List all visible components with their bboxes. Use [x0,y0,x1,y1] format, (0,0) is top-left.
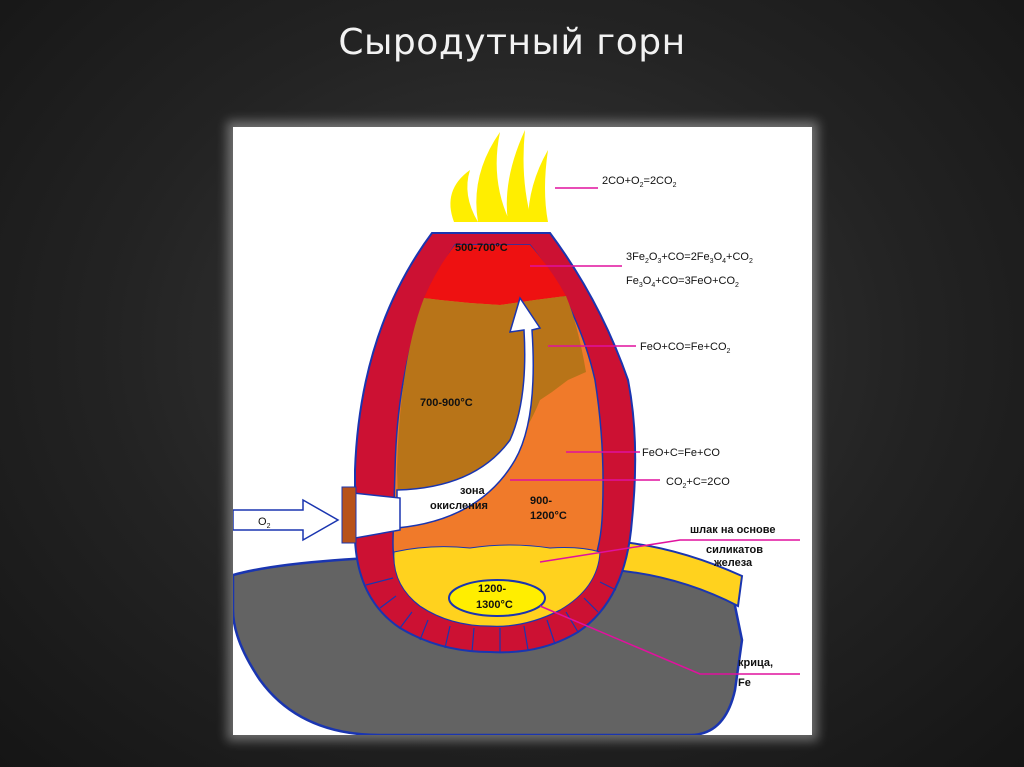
flame [450,170,478,222]
reaction-1: 2CO+O2=2CO2 [602,175,677,189]
temp-bottom-1: 1200- [478,583,506,595]
bloom [448,579,546,617]
slag-channel [612,540,744,608]
slide-title: Сыродутный горн [338,22,686,63]
flame [506,130,532,222]
temp-top: 500-700°C [455,242,508,254]
ore-zone [397,296,586,500]
reaction-5: FeO+C=Fe+CO [642,447,720,459]
temp-lower-1: 900- [530,495,552,507]
flame [476,132,510,222]
reaction-6: CO2+C=2CO [666,476,730,490]
slag-label-2: силикатов [706,544,763,556]
bloom-label-1: крица, [738,657,773,669]
tuyere-brick [341,486,357,544]
reaction-3: Fe3O4+CO=3FeO+CO2 [626,275,739,289]
leader-lines [510,187,800,675]
reaction-4: FeO+CO=Fe+CO2 [640,341,731,355]
gas-flow-arrow [396,296,542,529]
temp-bottom-2: 1300°C [476,599,513,611]
furnace-diagram: O2 500-700°C 700-900°C 900- 1200°C 1200-… [233,130,800,735]
reaction-2: 3Fe2O3+CO=2Fe3O4+CO2 [626,251,753,265]
diagram-panel: O2 500-700°C 700-900°C 900- 1200°C 1200-… [233,127,812,735]
temp-lower-2: 1200°C [530,510,567,522]
slag-label-3: железа [713,557,753,569]
flame-group [450,130,548,222]
bloom-label-2: Fe [738,677,751,689]
bottom-bricks [365,577,617,653]
air-input-arrow [233,498,340,542]
flame [528,150,548,222]
temp-middle: 700-900°C [420,397,473,409]
top-zone [424,245,566,305]
zone-label-1: зона [460,485,486,497]
slag-label-1: шлак на основе [690,524,775,536]
zone-label-2: окисления [430,500,488,512]
